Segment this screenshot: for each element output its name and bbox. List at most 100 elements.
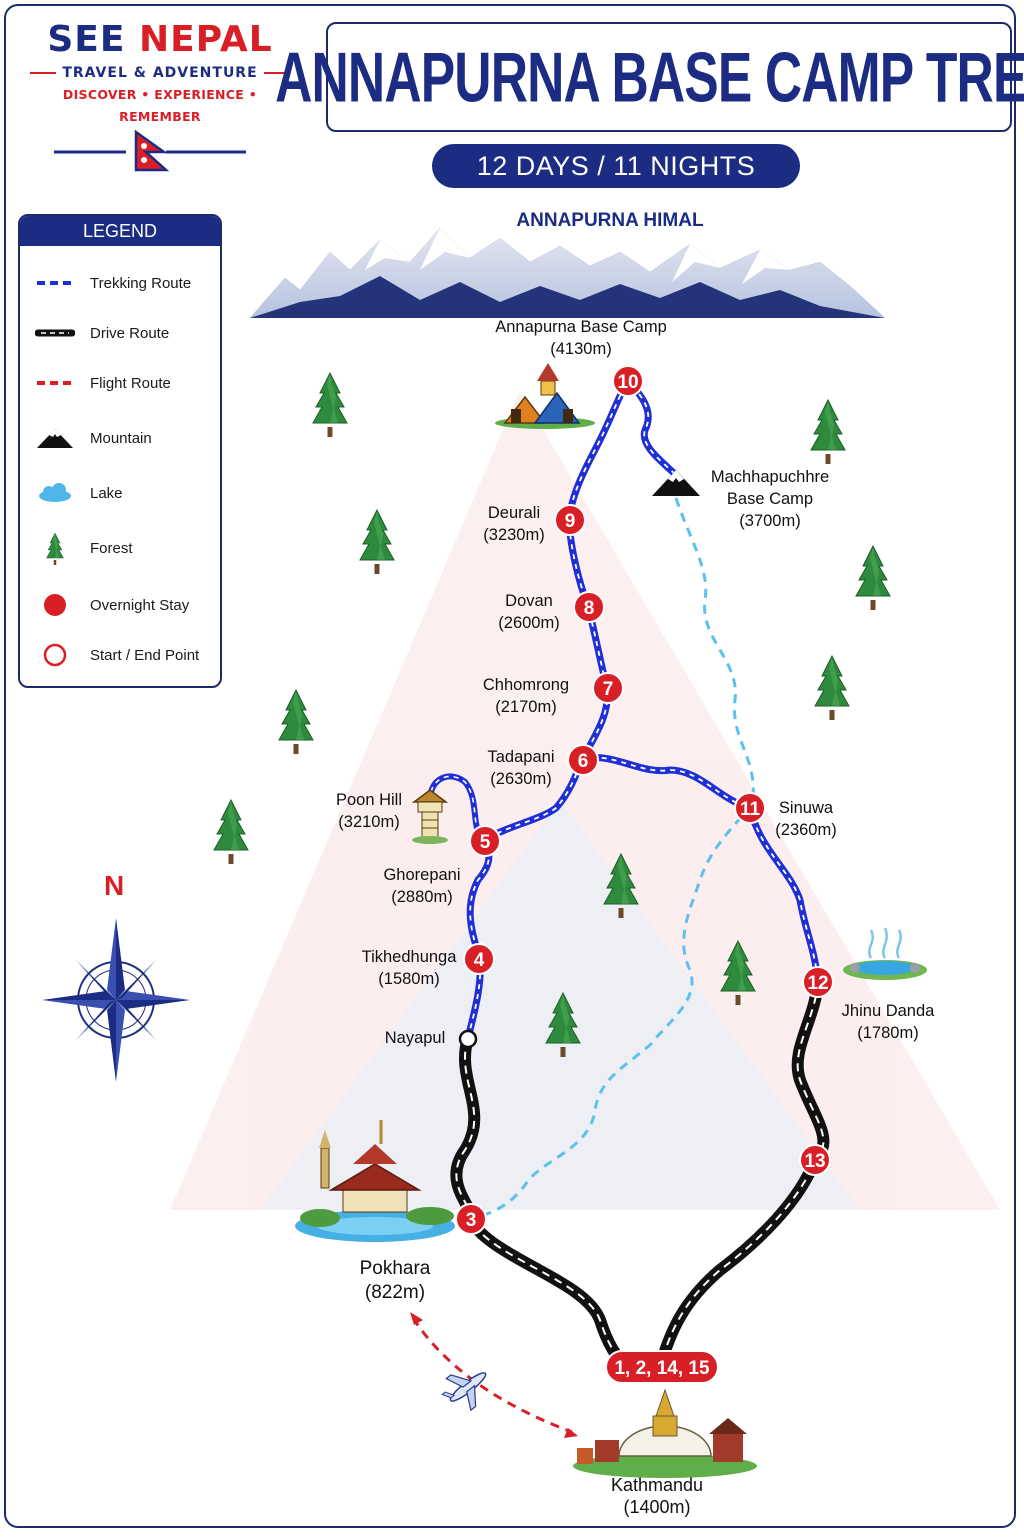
divider	[30, 72, 57, 74]
legend-item: Start / End Point	[20, 640, 220, 670]
legend-item: Lake	[20, 478, 220, 508]
flight-route	[410, 1312, 578, 1438]
stop-marker[interactable]: 5	[469, 825, 501, 857]
place-annapurna-base-camp[interactable]: Annapurna Base Camp (4130m)	[495, 316, 667, 360]
hot-spring-icon	[843, 927, 927, 980]
stop-number: 4	[474, 950, 485, 971]
mountain-peak-icon	[652, 470, 700, 496]
legend-label: Drive Route	[90, 324, 170, 342]
brand-subtitle-row: TRAVEL & ADVENTURE	[20, 62, 300, 84]
stop-number: 13	[804, 1151, 825, 1172]
legend-panel: LEGEND Trekking Route Drive Route Flight…	[18, 214, 222, 688]
trekking-route-icon	[20, 268, 90, 298]
place-deurali[interactable]: Deurali (3230m)	[483, 502, 544, 546]
place-sinuwa[interactable]: Sinuwa (2360m)	[775, 797, 836, 841]
stop-number: 12	[807, 973, 828, 994]
place-altitude: (3700m)	[739, 512, 801, 530]
brand-logo: SEE NEPAL TRAVEL & ADVENTURE DISCOVER • …	[20, 18, 300, 128]
compass-rose-icon	[42, 918, 190, 1082]
viewpoint-tower-icon	[411, 789, 449, 844]
legend-item: Flight Route	[20, 368, 220, 398]
legend-label: Mountain	[90, 429, 152, 447]
place-name: Sinuwa	[778, 799, 834, 817]
place-machhapuchhre-base-camp[interactable]: Machhapuchhre Base Camp (3700m)	[711, 466, 829, 532]
legend-item: Forest	[20, 532, 220, 565]
stop-number: 7	[603, 679, 614, 700]
place-altitude: (3230m)	[483, 526, 545, 544]
place-nayapul[interactable]: Nayapul	[385, 1027, 446, 1049]
drive-route-icon	[20, 318, 90, 348]
base-camp-lodge-icon	[495, 363, 595, 429]
airplane-icon	[441, 1372, 487, 1412]
stop-marker[interactable]: 12	[802, 966, 834, 998]
place-altitude: (822m)	[364, 1282, 426, 1303]
annapurna-range-mountains	[250, 228, 885, 318]
start-end-point-icon	[20, 640, 90, 670]
mountain-icon	[20, 423, 90, 453]
place-chhomrong[interactable]: Chhomrong (2170m)	[483, 674, 569, 718]
flight-route-icon	[20, 368, 90, 398]
stop-marker[interactable]: 8	[573, 591, 605, 623]
legend-label: Trekking Route	[90, 274, 192, 292]
legend-label: Overnight Stay	[90, 596, 190, 614]
place-poon-hill[interactable]: Poon Hill (3210m)	[336, 789, 402, 833]
place-kathmandu[interactable]: Kathmandu (1400m)	[611, 1474, 703, 1518]
place-tikhedhunga[interactable]: Tikhedhunga (1580m)	[362, 946, 457, 990]
stop-marker[interactable]: 11	[734, 792, 766, 824]
legend-item: Mountain	[20, 423, 220, 453]
legend-item: Drive Route	[20, 318, 220, 348]
stop-number: 5	[480, 832, 491, 853]
place-name: Deurali	[487, 504, 541, 522]
stop-marker[interactable]: 3	[455, 1203, 487, 1235]
place-pokhara[interactable]: Pokhara (822m)	[360, 1257, 431, 1305]
legend-label: Forest	[90, 539, 133, 557]
place-altitude: (2880m)	[391, 888, 453, 906]
place-name: Jhinu Danda	[841, 1002, 935, 1020]
place-dovan[interactable]: Dovan (2600m)	[498, 590, 559, 634]
place-name: Tikhedhunga	[361, 948, 457, 966]
place-tadapani[interactable]: Tadapani (2630m)	[488, 746, 555, 790]
place-name: Kathmandu	[610, 1475, 704, 1495]
brand-name: SEE NEPAL	[20, 18, 300, 62]
stop-number: 11	[740, 799, 761, 820]
legend-item: Trekking Route	[20, 268, 220, 298]
place-name: Ghorepani	[383, 866, 461, 884]
stop-marker[interactable]: 7	[592, 672, 624, 704]
stop-marker[interactable]: 9	[554, 504, 586, 536]
place-altitude: (3210m)	[338, 813, 400, 831]
stop-marker[interactable]: 6	[567, 744, 599, 776]
brand-name-part1: SEE	[47, 19, 126, 60]
place-name: Chhomrong	[482, 676, 570, 694]
stop-marker[interactable]: 13	[799, 1144, 831, 1176]
place-ghorepani[interactable]: Ghorepani (2880m)	[383, 864, 460, 908]
place-name: Poon Hill	[335, 791, 403, 809]
place-altitude: (2170m)	[495, 698, 557, 716]
legend-label: Lake	[90, 484, 123, 502]
overnight-stay-icon	[20, 590, 90, 620]
kathmandu-days-marker[interactable]: 1, 2, 14, 15	[605, 1350, 719, 1384]
place-altitude: (2600m)	[498, 614, 560, 632]
stop-number: 8	[584, 598, 595, 619]
stop-number: 9	[565, 511, 576, 532]
stop-marker[interactable]: 10	[612, 365, 644, 397]
place-name: Dovan	[505, 592, 553, 610]
legend-label: Start / End Point	[90, 646, 200, 664]
place-altitude: (2630m)	[490, 770, 552, 788]
page-title: ANNAPURNA BASE CAMP TREK	[275, 37, 1024, 117]
pokhara-temple-lake-icon	[295, 1120, 455, 1242]
stop-marker[interactable]: 4	[463, 943, 495, 975]
kathmandu-days-label: 1, 2, 14, 15	[614, 1358, 710, 1379]
legend-label: Flight Route	[90, 374, 171, 392]
start-point-marker[interactable]	[458, 1029, 478, 1049]
brand-tagline: DISCOVER • EXPERIENCE • REMEMBER	[62, 87, 258, 124]
brand-subtitle: TRAVEL & ADVENTURE	[62, 65, 258, 81]
place-jhinu-danda[interactable]: Jhinu Danda (1780m)	[842, 1000, 935, 1044]
place-name: Nayapul	[384, 1029, 446, 1047]
place-altitude: (2360m)	[775, 821, 837, 839]
watermark-mountain	[170, 390, 1000, 1210]
place-altitude: (1580m)	[378, 970, 440, 988]
place-altitude: (4130m)	[550, 340, 612, 358]
title-box: ANNAPURNA BASE CAMP TREK	[275, 22, 1024, 132]
